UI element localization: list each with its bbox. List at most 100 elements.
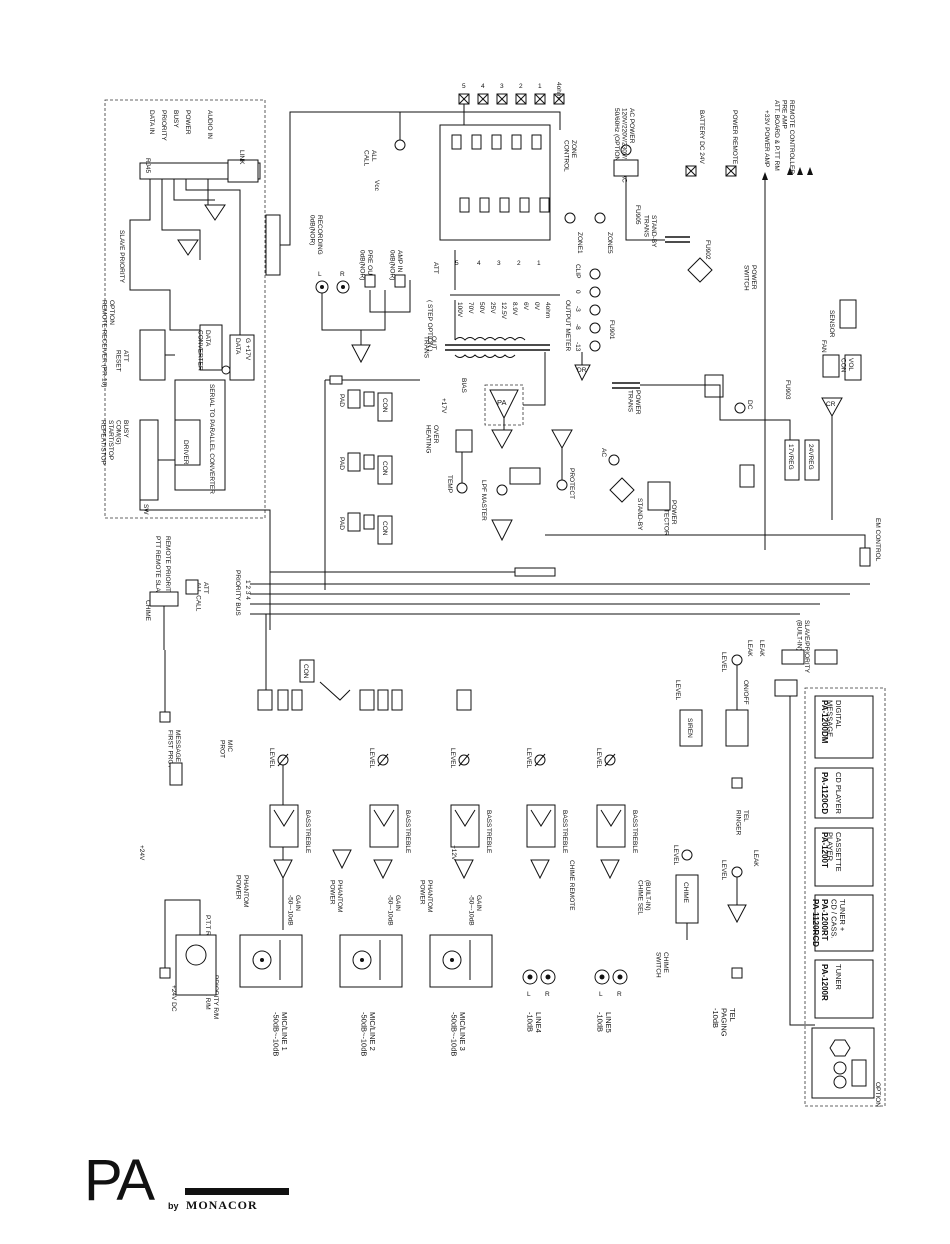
option-area (804, 687, 886, 1107)
pad-con-block-1 (347, 389, 393, 422)
channel-switches (257, 659, 472, 711)
zone1-led (564, 212, 576, 224)
plus12v-label: +12V (450, 845, 457, 861)
plus24v-dc-label: +24V DC (170, 985, 177, 1012)
g17-label: G +17V (244, 338, 251, 361)
att-reset-label: ATTRESET (115, 350, 129, 372)
output-meter-driver-label: DR (577, 367, 587, 374)
priority-bus-label: PRIORITY BUS (234, 570, 241, 616)
treble-label-5: TREBLE (631, 828, 638, 854)
att-step-switches (450, 250, 560, 296)
recording-label: RECORDING0dB(NOR) (309, 215, 323, 255)
em-control-box (859, 547, 871, 567)
driver-label: DRIVER (182, 440, 189, 465)
brand-by: by (168, 1201, 179, 1211)
ac-label: AC (600, 448, 607, 457)
mic-line-2-jack (339, 934, 403, 988)
slave-priority-connector (781, 649, 805, 665)
com-triangle (551, 429, 573, 450)
module-5-model: PA-1200R (820, 964, 829, 1001)
tel-ringer-block (725, 709, 749, 747)
tap-0v: 0V (533, 302, 540, 311)
chime-block-label: CHIME (682, 882, 689, 904)
power-transformer (612, 382, 640, 389)
fu903-label: FU903 (784, 380, 791, 400)
slave-priority-builtin-label: SLAVE/PRIORITY(BUILT-IN) (796, 620, 810, 674)
tel-leak-label: LEAK (752, 850, 759, 867)
line5-label: LINE5-10dB (595, 1012, 613, 1033)
lpf-triangle (491, 519, 513, 542)
fu901-label: FU901 (608, 320, 615, 340)
option-label: OPTION (874, 1082, 881, 1107)
reg24-label: 24VREG (807, 444, 814, 470)
slave-priority-connector-2 (814, 649, 838, 665)
level-label-2: LEVEL (368, 748, 375, 769)
siren-block (679, 709, 703, 747)
tap-4ohm: 4ohm (544, 302, 551, 318)
plus17v-label: +17V (440, 398, 447, 414)
phantom-label-2: PHANTOMPOWER (329, 880, 343, 912)
temp-led (456, 482, 468, 494)
module-2-name: CD PLAYER (834, 772, 843, 815)
att-allcall-label: ATTALL CALL (195, 582, 209, 612)
bus-ic (514, 567, 556, 577)
remote-internals (129, 179, 260, 511)
tap-50v: 50V (478, 302, 485, 314)
lpf-master-knob (496, 484, 508, 496)
bias-label: BIAS (460, 378, 467, 393)
module-2-model: PA-1120CD (820, 772, 829, 814)
meter-db-3: -3 (574, 306, 581, 312)
standby-rectifier (687, 257, 713, 283)
phantom-label-3: PHANTOMPOWER (419, 880, 433, 912)
att-zone-4: 4 (477, 260, 481, 267)
att-zone-5: 5 (455, 260, 459, 267)
pa-logo: PA (84, 1152, 155, 1210)
mic-line-3-jack (429, 934, 493, 988)
att-zone-2: 2 (517, 260, 521, 267)
tel-head-amp (727, 904, 747, 924)
siren-level-label: LEVEL (674, 680, 681, 701)
power-remote-label: POWER REMOTE (731, 110, 738, 165)
temp-label: TEMP (446, 475, 453, 493)
dc24-terminal (159, 967, 171, 979)
busy-label: BUSY (172, 110, 179, 128)
ptt-rm-label: P.T.T RM (204, 915, 211, 941)
tap-100v: 100V (456, 302, 463, 318)
ringer-level-pot (731, 654, 743, 666)
gain-label-3: GAIN-50~-10dB (468, 895, 482, 926)
con-label-1: CON (381, 398, 388, 413)
chime-level-pot (681, 849, 693, 861)
power-detector-box (647, 481, 671, 511)
brand-maker: MONACOR (186, 1198, 258, 1212)
tel-ringer-label: TELRINGER (735, 810, 749, 836)
ac-inlet (613, 159, 639, 177)
option-connector (774, 679, 798, 697)
treble-label-2: TREBLE (404, 828, 411, 854)
head-amps (273, 849, 620, 880)
pad-con-block-3 (347, 512, 393, 545)
line4-jacks (522, 969, 556, 985)
ohm4-top-label: 4ohm (555, 82, 562, 98)
module-4-name: TUNER +CD / CASS. (829, 899, 847, 939)
fu902-label: FU902 (704, 240, 711, 260)
pre-out-label: PRE OUT0dB(NOR) (359, 250, 373, 280)
reg24 (804, 439, 820, 481)
chime-remote-label: CHIME REMOTE (568, 860, 575, 911)
zone5-led (594, 212, 606, 224)
tel-level-label: LEVEL (720, 860, 727, 881)
sensor-label: SENSOR (828, 310, 835, 338)
meter-db-0: 0 (574, 290, 581, 294)
mic-line-1-jack (239, 934, 303, 988)
reg17 (784, 439, 800, 481)
mic-line-3-label: MIC/LINE 3-50dB~-10dB (449, 1012, 467, 1056)
priority-bus (250, 583, 870, 615)
zone-relays (451, 104, 550, 213)
zone-term-5: 5 (462, 83, 466, 90)
module-1-name: DIGITALMESSAGE (825, 700, 843, 737)
tap-6v: 6V (522, 302, 529, 311)
pa-driver (491, 429, 513, 450)
pad-label-1: PAD (338, 394, 345, 407)
dc-relay (739, 464, 755, 488)
mic-line-1-label: MIC/LINE 1-50dB~-10dB (271, 1012, 289, 1056)
